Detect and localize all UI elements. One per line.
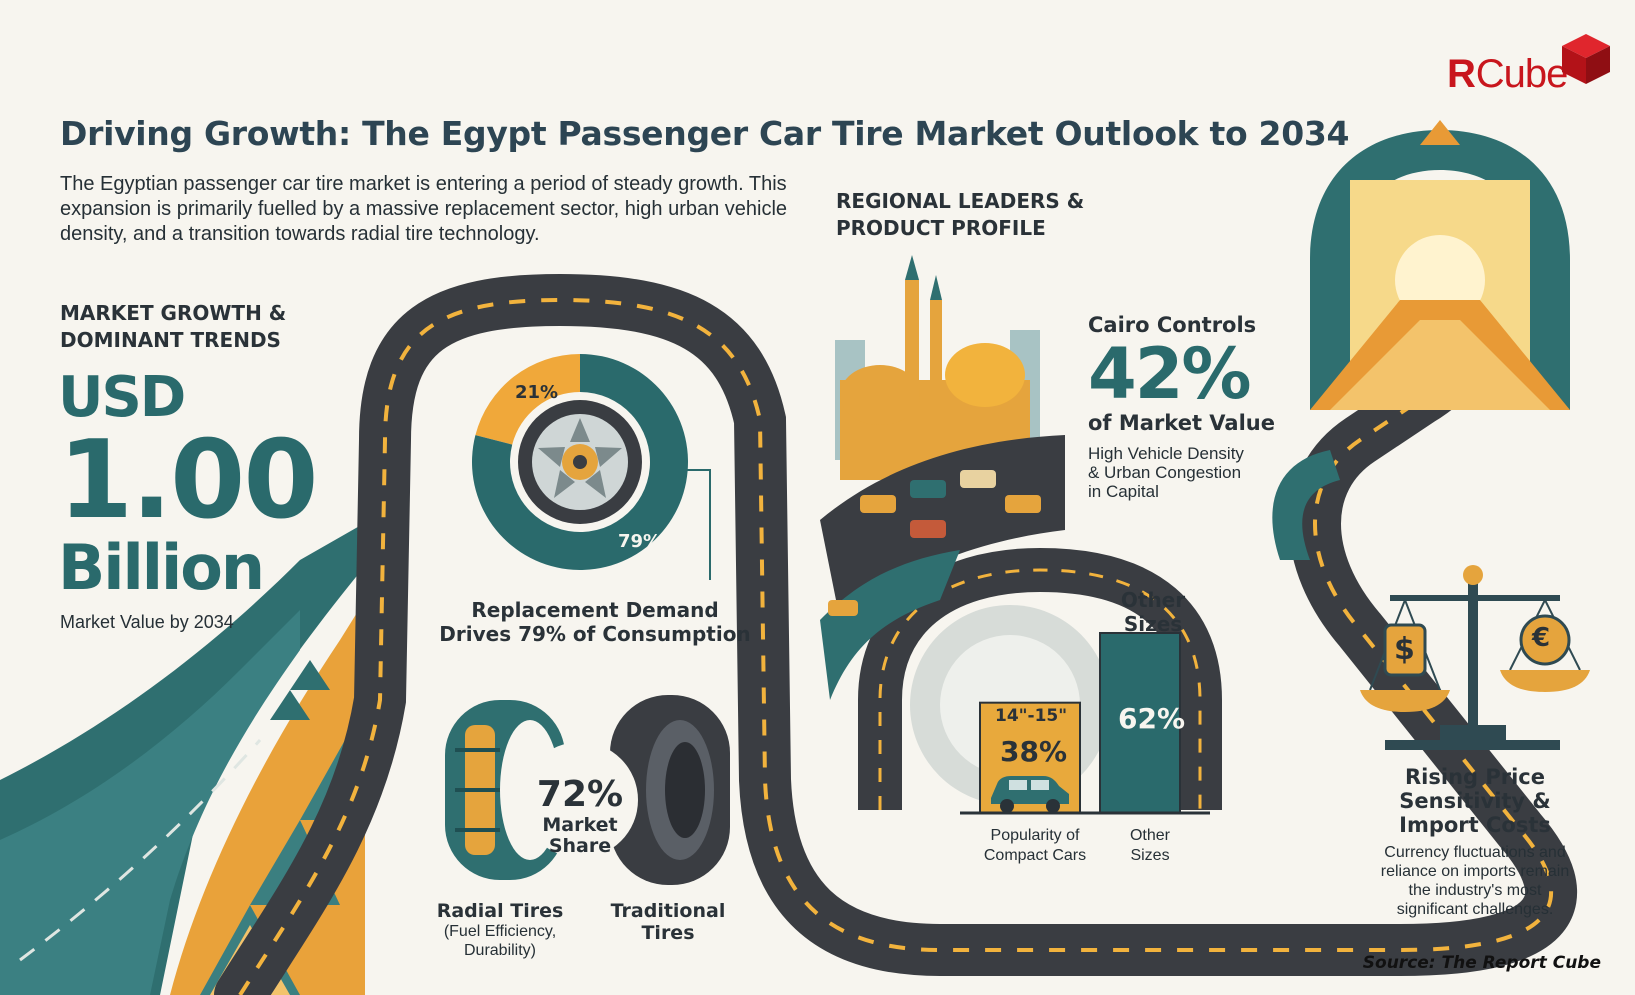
radial-tires-label: Radial Tires (Fuel Efficiency, Durabilit… <box>436 900 564 959</box>
other-sizes-heading: Other Sizes <box>1120 588 1186 636</box>
cairo-stat: Cairo Controls 42% of Market Value High … <box>1088 312 1275 501</box>
dollar-icon: $ <box>1394 632 1415 667</box>
radial-share-value: 72% <box>536 774 624 815</box>
cube-icon <box>1562 34 1610 84</box>
regional-heading: REGIONAL LEADERS & PRODUCT PROFILE <box>836 189 1085 240</box>
right-curve-tire <box>1272 450 1340 560</box>
price-title: Rising Price Sensitivity & Import Costs <box>1399 765 1551 837</box>
source-note: Source: The Report Cube <box>1362 953 1601 973</box>
cairo-city-illustration <box>820 255 1065 700</box>
price-description: Currency fluctuations and reliance on im… <box>1380 844 1570 918</box>
radial-vs-traditional-illustration <box>445 695 730 885</box>
replacement-donut-chart: 21% 79% <box>472 354 711 580</box>
market-usd-label: USD <box>58 365 186 430</box>
small-size-label: 14"-15" <box>995 706 1068 726</box>
euro-icon: € <box>1532 623 1551 653</box>
small-size-caption: Popularity of Compact Cars <box>983 827 1087 864</box>
traditional-tire-icon <box>610 695 730 885</box>
market-unit: Billion <box>58 531 265 604</box>
market-heading: MARKET GROWTH & DOMINANT TRENDS <box>60 301 287 352</box>
donut-slice-large <box>472 354 688 570</box>
compact-car-icon <box>991 776 1069 813</box>
page-title: Driving Growth: The Egypt Passenger Car … <box>60 114 1350 153</box>
large-size-caption: Other Sizes <box>1129 827 1170 864</box>
cairo-title: Cairo Controls <box>1088 313 1257 337</box>
inner-road-loop <box>858 547 1222 810</box>
donut-label-large: 79% <box>618 531 661 552</box>
radial-share-badge: 72% Market Share <box>525 775 635 857</box>
intro-paragraph: The Egyptian passenger car tire market i… <box>60 173 788 245</box>
large-size-value: 62% <box>1118 702 1186 735</box>
logo-mark: Я <box>1448 52 1476 96</box>
tire-wheel-icon <box>518 400 642 524</box>
bar-other-sizes <box>1099 632 1181 814</box>
scale-illustration <box>1360 565 1590 750</box>
traditional-tires-label: Traditional Tires <box>610 900 726 944</box>
replacement-caption: Replacement Demand Drives 79% of Consump… <box>439 598 751 646</box>
brand-logo: ЯCube <box>1448 30 1618 110</box>
cairo-value: 42% <box>1088 333 1252 415</box>
donut-label-small: 21% <box>515 382 558 403</box>
market-caption: Market Value by 2034 <box>60 612 234 632</box>
logo-word: Cube <box>1475 52 1569 96</box>
cairo-subtitle: of Market Value <box>1088 411 1275 435</box>
market-value: 1.00 <box>58 418 318 543</box>
small-size-value: 38% <box>1000 735 1068 768</box>
main-winding-road <box>214 273 1577 995</box>
donut-slice-small <box>475 354 580 445</box>
cairo-note: High Vehicle Density & Urban Congestion … <box>1088 444 1244 501</box>
tunnel-arch-illustration <box>1310 120 1570 410</box>
